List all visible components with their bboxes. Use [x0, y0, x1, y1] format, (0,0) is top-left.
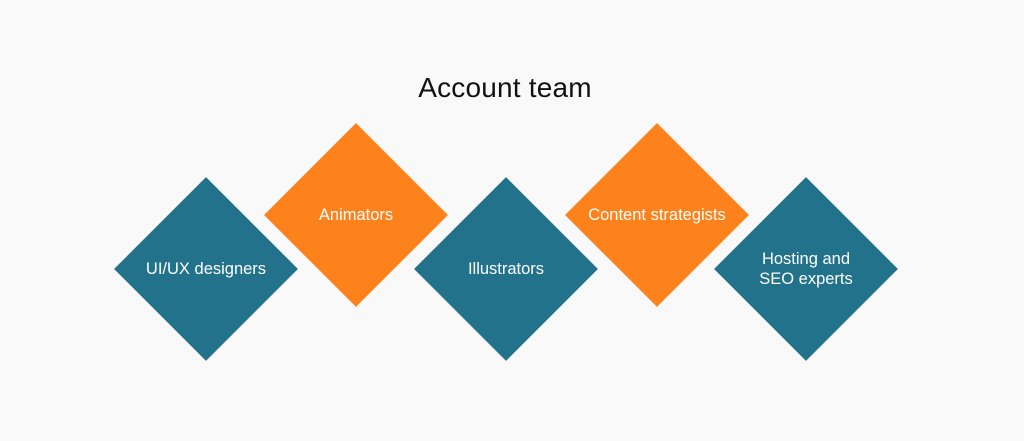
label-content-strategists: Content strategists — [588, 206, 726, 224]
label-hosting-seo-experts: Hosting and SEO experts — [759, 250, 853, 288]
diagram-title: Account team — [418, 72, 592, 103]
label-animators: Animators — [318, 206, 394, 224]
label-illustrators: Illustrators — [467, 260, 545, 278]
label-ui-ux-designers: UI/UX designers — [145, 260, 267, 278]
